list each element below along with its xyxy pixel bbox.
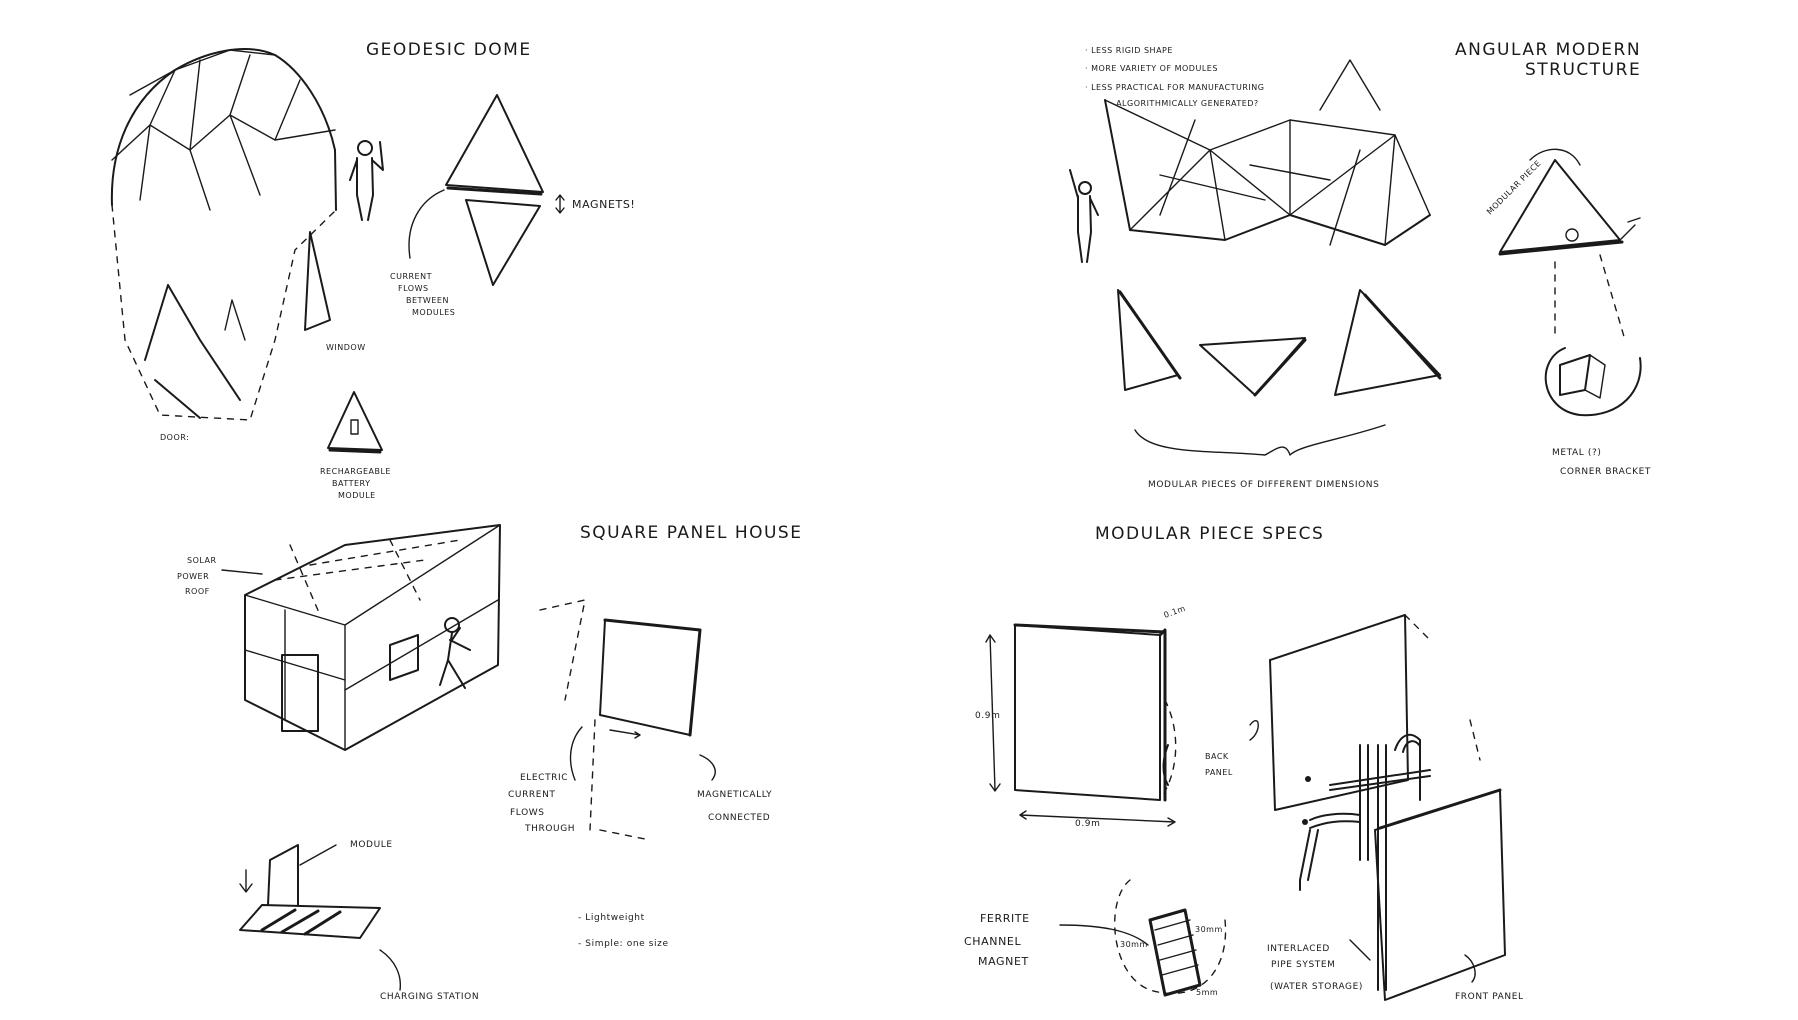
magnet-dim-c: 5mm — [1196, 988, 1218, 997]
current-flows-label-3: BETWEEN — [406, 296, 449, 305]
pipe-system-label-3: (WATER STORAGE) — [1270, 982, 1363, 992]
modular-piece-detail-drawing — [1498, 148, 1642, 417]
modular-specs-title: MODULAR PIECE SPECS — [1095, 524, 1324, 544]
simple-bullet: - Simple: one size — [578, 939, 669, 949]
width-dimension: 0.9m — [1075, 819, 1100, 829]
triangle-modules-drawing — [408, 94, 565, 286]
modular-pieces-caption: MODULAR PIECES OF DIFFERENT DIMENSIONS — [1148, 480, 1379, 490]
height-dimension: 0.9m — [975, 711, 1000, 721]
depth-dimension: 0.1m — [1163, 604, 1187, 620]
charging-station-drawing — [239, 844, 402, 991]
magnet-dim-a: 30mm — [1120, 940, 1148, 949]
lightweight-bullet: - Lightweight — [578, 913, 645, 923]
geodesic-dome-drawing — [110, 48, 337, 421]
angular-structure-drawing — [1104, 59, 1431, 246]
battery-label-3: MODULE — [338, 491, 376, 500]
solar-roof-leader — [221, 569, 263, 575]
electric-current-label-4: THROUGH — [524, 824, 575, 834]
battery-module-drawing — [327, 391, 383, 454]
modular-specs-section: MODULAR PIECE SPECS 0.9m 0.9m 0.1m FERRI… — [964, 524, 1524, 1002]
ferrite-magnet-drawing — [1059, 879, 1227, 997]
electric-current-label-2: CURRENT — [508, 790, 556, 800]
angular-title-line-2: STRUCTURE — [1525, 60, 1641, 80]
ferrite-label-1: FERRITE — [980, 912, 1030, 925]
square-panel-detail-drawing — [539, 599, 716, 841]
back-panel-label-1: BACK — [1205, 752, 1229, 761]
square-house-section: SQUARE PANEL HOUSE SOLAR POWER ROOF ELEC… — [177, 523, 802, 1002]
geodesic-dome-section: GEODESIC DOME MAGNETS! CURRENT FLOWS BET… — [110, 40, 635, 500]
square-panel-spec-drawing — [985, 623, 1177, 827]
geodesic-dome-title: GEODESIC DOME — [366, 40, 532, 60]
solar-roof-label-1: SOLAR — [187, 556, 217, 565]
magnets-label: MAGNETS! — [572, 198, 635, 211]
current-flows-label-1: CURRENT — [390, 272, 432, 281]
pipe-system-label-1: INTERLACED — [1267, 944, 1330, 954]
modular-pieces-row — [1117, 289, 1442, 456]
charging-station-label: CHARGING STATION — [380, 992, 479, 1002]
door-label: DOOR: — [160, 433, 189, 442]
modular-piece-label: MODULAR PIECE — [1485, 159, 1543, 217]
pipe-panel-spec-drawing — [1249, 614, 1506, 1001]
current-flows-label-4: MODULES — [412, 308, 455, 317]
person-figure-small — [1069, 169, 1099, 263]
magnetically-connected-label-1: MAGNETICALLY — [697, 790, 772, 800]
battery-label-2: BATTERY — [332, 479, 370, 488]
solar-roof-label-3: ROOF — [185, 587, 210, 596]
angular-structure-section: ANGULAR MODERN STRUCTURE · LESS RIGID SH… — [1069, 40, 1651, 490]
pipe-system-label-2: PIPE SYSTEM — [1271, 960, 1336, 970]
person-figure — [349, 140, 384, 221]
angular-note-2: · MORE VARIETY OF MODULES — [1085, 64, 1218, 73]
angular-note-3: · LESS PRACTICAL FOR MANUFACTURING — [1085, 83, 1264, 92]
solar-roof-label-2: POWER — [177, 572, 209, 581]
electric-current-label-3: FLOWS — [510, 808, 545, 818]
ferrite-label-3: MAGNET — [978, 955, 1029, 968]
back-panel-label-2: PANEL — [1205, 768, 1233, 777]
angular-note-1: · LESS RIGID SHAPE — [1085, 46, 1173, 55]
angular-title-line-1: ANGULAR MODERN — [1455, 40, 1641, 60]
battery-label-1: RECHARGEABLE — [320, 467, 391, 476]
window-label: WINDOW — [326, 343, 366, 352]
angular-note-4: · ALGORITHMICALLY GENERATED? — [1110, 99, 1259, 108]
magnet-dim-b: 30mm — [1195, 925, 1223, 934]
square-house-title: SQUARE PANEL HOUSE — [580, 523, 802, 543]
bracket-label-2: CORNER BRACKET — [1560, 467, 1651, 477]
front-panel-label: FRONT PANEL — [1455, 992, 1524, 1002]
current-flows-label-2: FLOWS — [398, 284, 429, 293]
module-label: MODULE — [350, 840, 393, 850]
walking-person-figure — [439, 617, 471, 689]
magnetically-connected-label-2: CONNECTED — [708, 813, 770, 823]
bracket-label-1: METAL (?) — [1552, 448, 1601, 458]
square-house-drawing — [244, 524, 501, 751]
ferrite-label-2: CHANNEL — [964, 935, 1021, 948]
electric-current-label-1: ELECTRIC — [520, 773, 568, 783]
